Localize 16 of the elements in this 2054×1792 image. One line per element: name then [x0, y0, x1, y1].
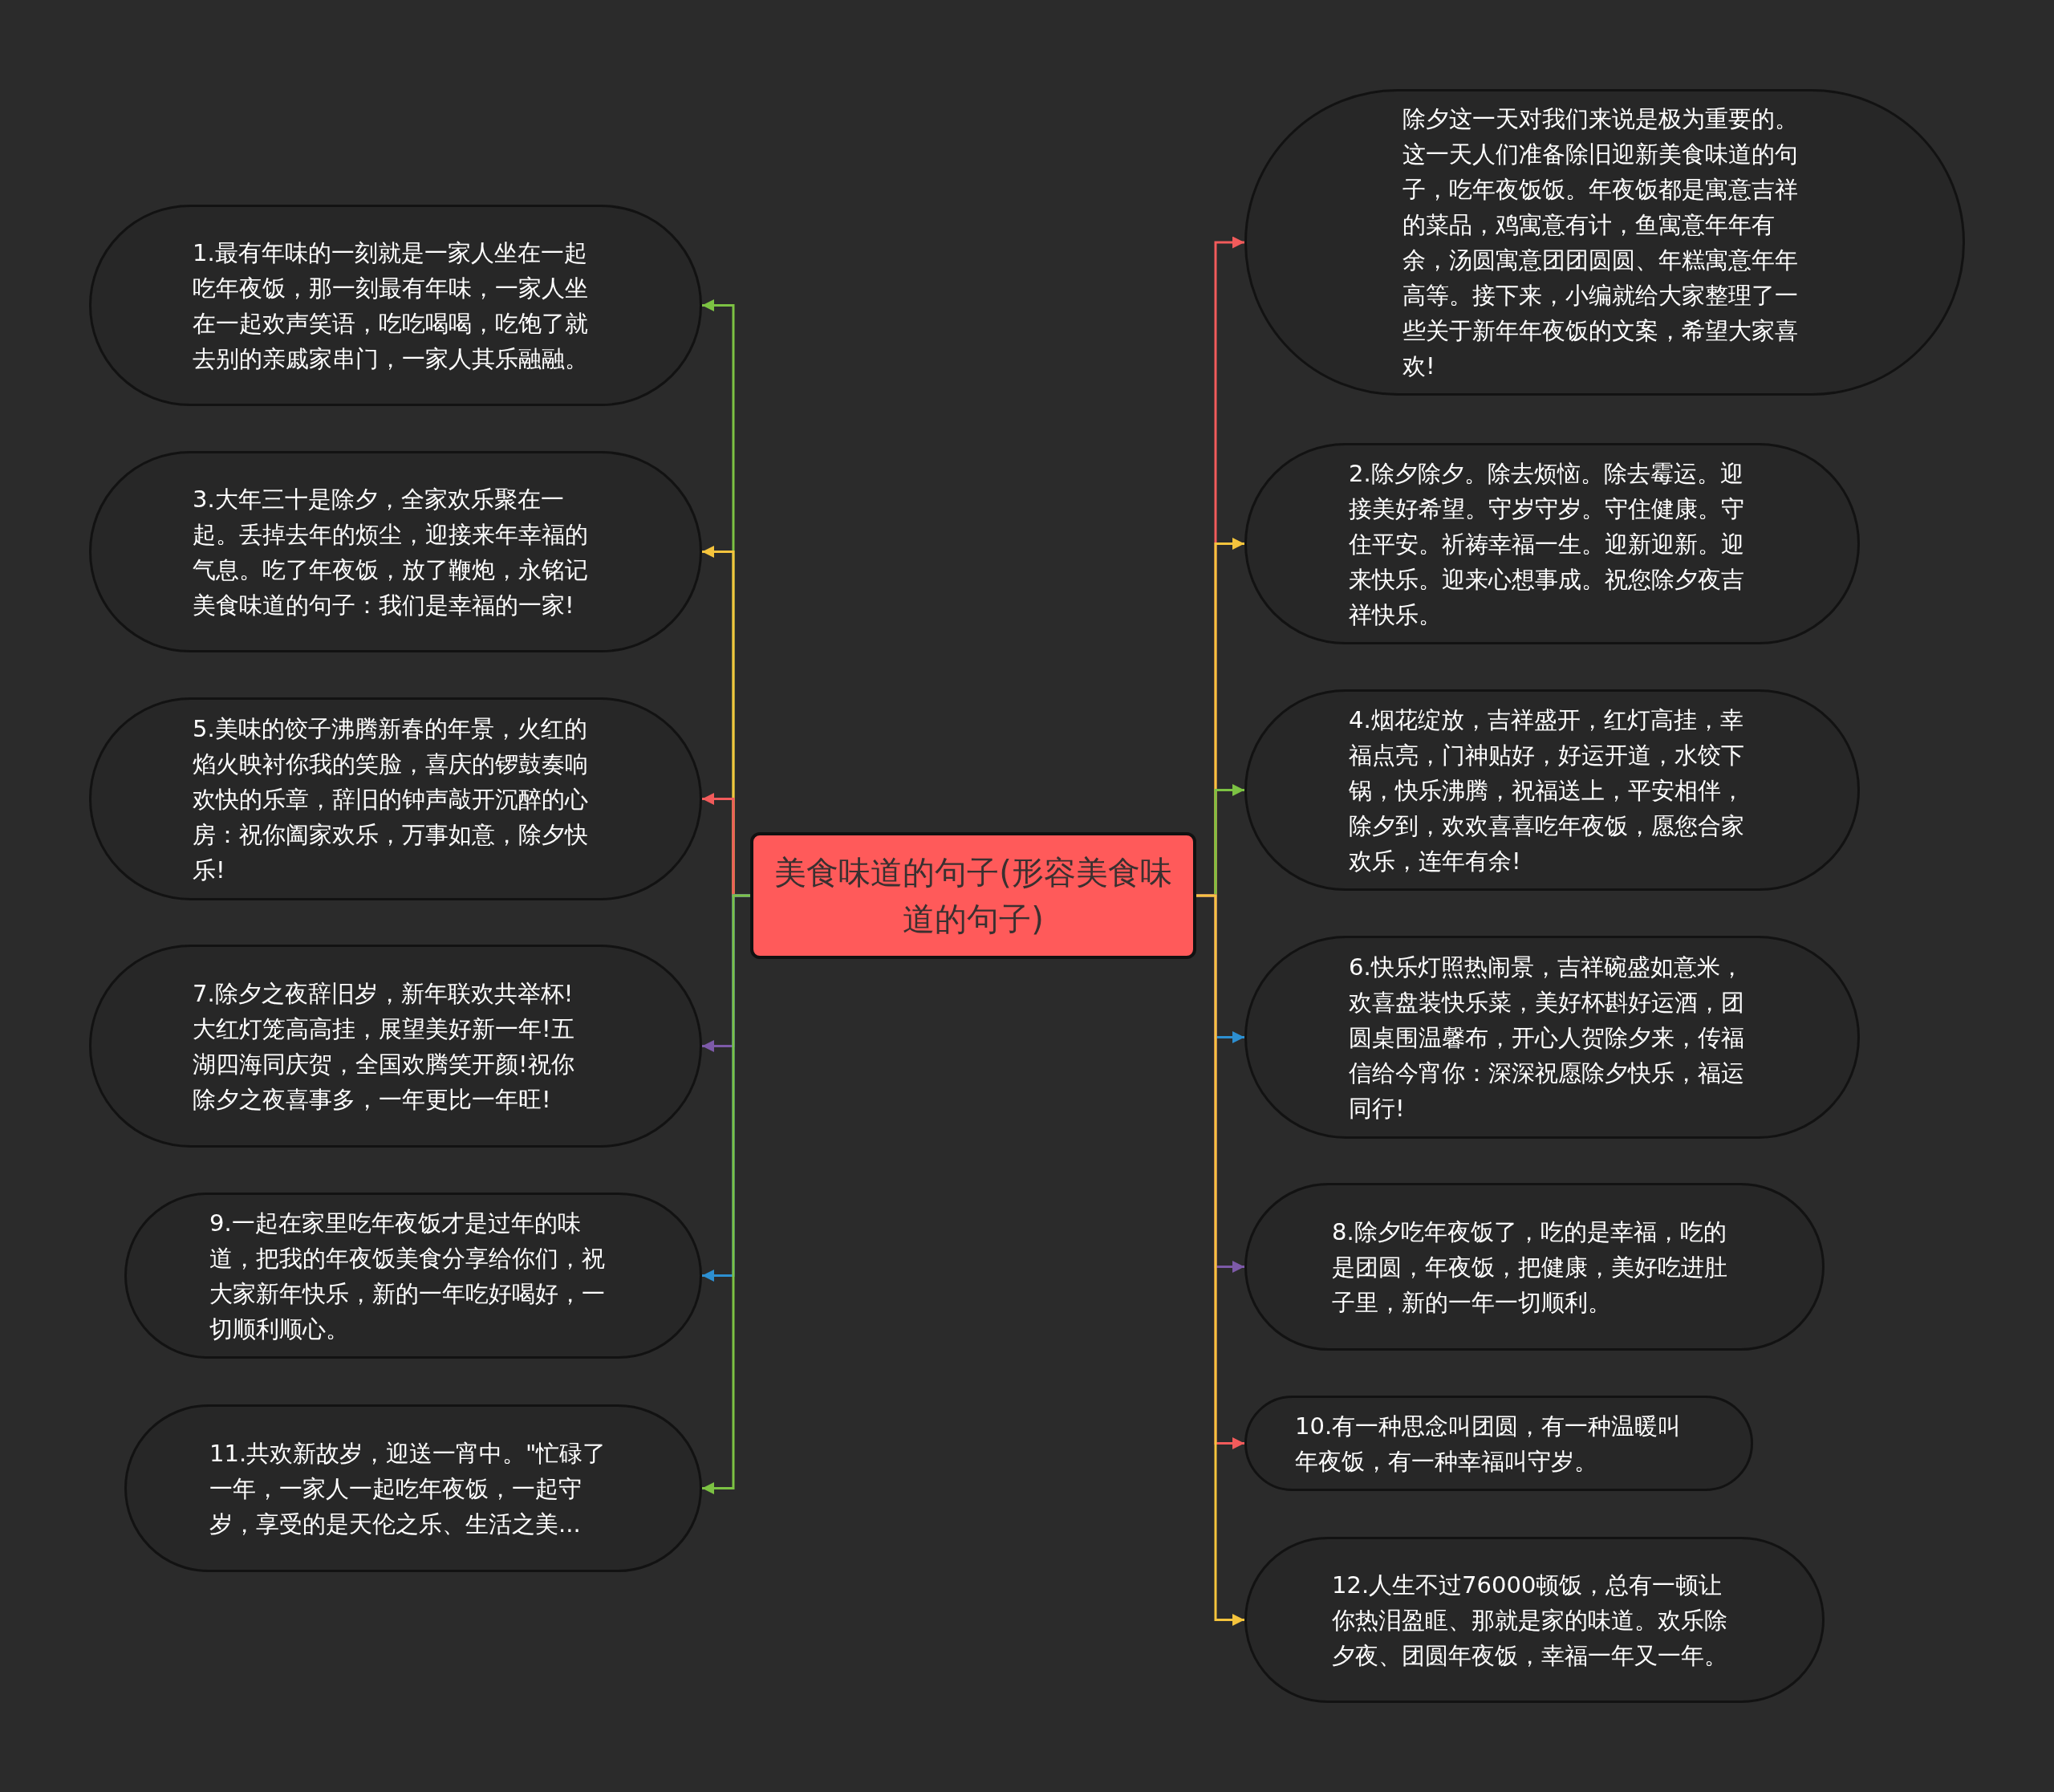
text-bubble: 7.除夕之夜辞旧岁，新年联欢共举杯!大红灯笼高高挂，展望美好新一年!五湖四海同庆贺，全国欢腾笑开颜!祝你除夕之夜喜事多，一年更比一年旺! [89, 945, 702, 1148]
text-bubble: 1.最有年味的一刻就是一家人坐在一起吃年夜饭，那一刻最有年味，一家人坐在一起欢声笑语，吃吃喝喝，吃饱了就去别的亲戚家串门，一家人其乐融融。 [89, 205, 702, 406]
text-bubble: 11.共欢新故岁，迎送一宵中。"忙碌了一年，一家人一起吃年夜饭，一起守岁，享受的是天伦之乐、生活之美... [124, 1404, 702, 1572]
connector-arrow [1196, 894, 1244, 1626]
text-bubble: 3.大年三十是除夕，全家欢乐聚在一起。丢掉去年的烦尘，迎接来年幸福的气息。吃了年夜饭，放了鞭炮，永铭记美食味道的句子：我们是幸福的一家! [89, 451, 702, 652]
connector-arrow [702, 894, 750, 1494]
text-bubble: 4.烟花绽放，吉祥盛开，红灯高挂，幸福点亮，门神贴好，好运开道，水饺下锅，快乐沸腾，祝福送上，平安相伴，除夕到，欢欢喜喜吃年夜饭，愿您合家欢乐，连年有余! [1244, 689, 1860, 891]
text-bubble: 2.除夕除夕。除去烦恼。除去霉运。迎接美好希望。守岁守岁。守住健康。守住平安。祈祷幸福一生。迎新迎新。迎来快乐。迎来心想事成。祝您除夕夜吉祥快乐。 [1244, 443, 1860, 644]
text-bubble: 6.快乐灯照热闹景，吉祥碗盛如意米，欢喜盘装快乐菜，美好杯斟好运酒，团圆桌围温馨布，开心人贺除夕来，传福信给今宵你：深深祝愿除夕快乐，福运同行! [1244, 936, 1860, 1139]
text-bubble: 8.除夕吃年夜饭了，吃的是幸福，吃的是团圆，年夜饭，把健康，美好吃进肚子里，新的一年一切顺利。 [1244, 1183, 1825, 1351]
topic-box: 美食味道的句子(形容美食味道的句子) [750, 832, 1196, 959]
text-bubble: 12.人生不过76000顿饭，总有一顿让你热泪盈眶、那就是家的味道。欢乐除夕夜、团圆年夜饭，幸福一年又一年。 [1244, 1537, 1825, 1703]
text-bubble: 5.美味的饺子沸腾新春的年景，火红的焰火映衬你我的笑脸，喜庆的锣鼓奏响欢快的乐章，辞旧的钟声敲开沉醉的心房：祝你阖家欢乐，万事如意，除夕快乐! [89, 697, 702, 900]
text-bubble: 10.有一种思念叫团圆，有一种温暖叫年夜饭，有一种幸福叫守岁。 [1244, 1396, 1753, 1491]
text-bubble: 除夕这一天对我们来说是极为重要的。这一天人们准备除旧迎新美食味道的句子，吃年夜饭饭。年夜饭都是寓意吉祥的菜品，鸡寓意有计，鱼寓意年年有余，汤圆寓意团团圆圆、年糕寓意年年高等。接下来，小编就给大家整理了一些关于新年年夜饭的文案，希望大家喜欢! [1244, 89, 1965, 396]
text-bubble: 9.一起在家里吃年夜饭才是过年的味道，把我的年夜饭美食分享给你们，祝大家新年快乐，新的一年吃好喝好，一切顺利顺心。 [124, 1193, 702, 1359]
